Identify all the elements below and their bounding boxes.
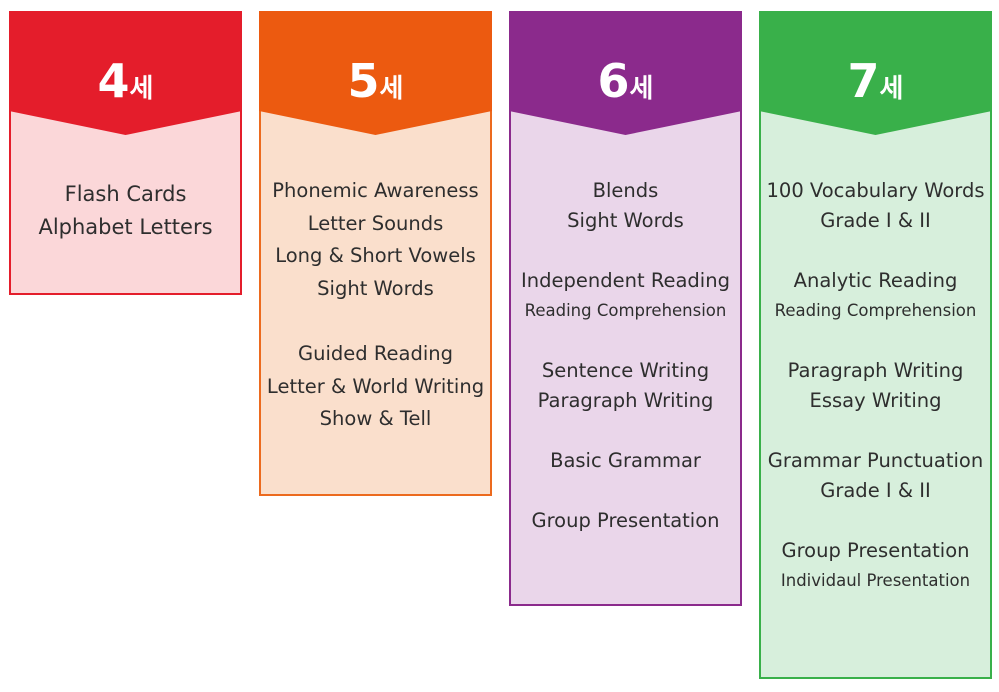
group-spacer [511, 416, 740, 446]
age-label: 5세 [261, 55, 490, 115]
curriculum-item: Letter Sounds [307, 211, 444, 235]
age-card-5: 5세 Phonemic Awareness Letter Sounds Long… [259, 11, 492, 496]
curriculum-item: Guided Reading [298, 342, 453, 365]
curriculum-item: Sight Words [317, 276, 434, 300]
age-card-4: 4세 Flash Cards Alphabet Letters [9, 11, 242, 295]
curriculum-item: Independent Reading [521, 269, 730, 292]
age-number: 6 [597, 54, 630, 108]
card-header-banner [9, 11, 242, 135]
curriculum-item: Phonemic Awareness [272, 179, 479, 202]
curriculum-item: Individaul Presentation [780, 571, 971, 590]
curriculum-item: Reading Comprehension [524, 301, 727, 320]
curriculum-item: Group Presentation [781, 539, 970, 562]
age-number: 4 [97, 54, 130, 108]
curriculum-list: Flash Cards Alphabet Letters [11, 178, 240, 244]
group-spacer [511, 326, 740, 356]
age-card-6: 6세 Blends Sight Words Independent Readin… [509, 11, 742, 606]
curriculum-item: Grammar Punctuation [767, 449, 984, 472]
age-label: 6세 [511, 55, 740, 115]
header-chevron-shape [509, 11, 742, 135]
group-spacer [511, 236, 740, 266]
age-label: 4세 [11, 55, 240, 115]
curriculum-item: Grade I & II [820, 209, 931, 232]
age-number: 7 [847, 54, 880, 108]
age-unit: 세 [129, 74, 154, 104]
curriculum-item: Sight Words [567, 209, 684, 232]
card-header-banner [259, 11, 492, 135]
curriculum-item: Sentence Writing [541, 359, 710, 382]
group-spacer [761, 326, 990, 356]
curriculum-item: Basic Grammar [550, 449, 701, 472]
header-chevron-shape [759, 11, 992, 135]
age-card-7: 7세 100 Vocabulary Words Grade I & II Ana… [759, 11, 992, 679]
curriculum-item: Flash Cards [64, 182, 187, 206]
curriculum-item: Alphabet Letters [38, 215, 213, 239]
curriculum-item: Paragraph Writing [537, 389, 714, 412]
curriculum-item: Reading Comprehension [774, 301, 977, 320]
curriculum-item: Group Presentation [531, 509, 720, 532]
group-spacer [761, 236, 990, 266]
age-number: 5 [347, 54, 380, 108]
curriculum-item: 100 Vocabulary Words [766, 179, 985, 202]
header-chevron-shape [259, 11, 492, 135]
age-unit: 세 [879, 74, 904, 104]
curriculum-item: Paragraph Writing [787, 359, 964, 382]
age-unit: 세 [629, 74, 654, 104]
group-spacer [761, 506, 990, 536]
curriculum-item: Analytic Reading [793, 269, 958, 292]
curriculum-list: Blends Sight Words Independent Reading R… [511, 176, 740, 536]
curriculum-item: Blends [592, 179, 659, 202]
group-spacer [761, 416, 990, 446]
curriculum-list: 100 Vocabulary Words Grade I & II Analyt… [761, 176, 990, 596]
card-header-banner [759, 11, 992, 135]
header-chevron-shape [9, 11, 242, 135]
age-unit: 세 [379, 74, 404, 104]
group-spacer [261, 305, 490, 338]
curriculum-item: Essay Writing [809, 389, 942, 412]
curriculum-list: Phonemic Awareness Letter Sounds Long & … [261, 175, 490, 436]
curriculum-item: Show & Tell [319, 407, 432, 430]
group-spacer [511, 476, 740, 506]
age-label: 7세 [761, 55, 990, 115]
card-header-banner [509, 11, 742, 135]
curriculum-item: Grade I & II [820, 479, 931, 502]
curriculum-item: Long & Short Vowels [275, 244, 476, 267]
curriculum-item: Letter & World Writing [266, 374, 485, 398]
